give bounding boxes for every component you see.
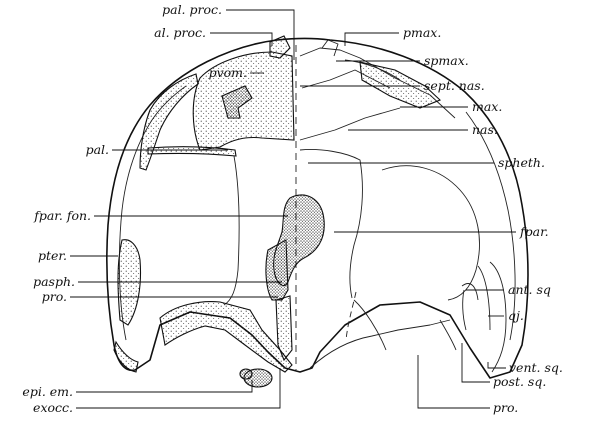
leader-lines — [70, 9, 516, 409]
right-posterior — [309, 319, 457, 369]
label-fpar: fpar. — [519, 224, 549, 239]
labels-left: pal. proc. al. proc. pvom. pal. fpar. fo… — [22, 2, 247, 415]
snout-left — [139, 35, 295, 171]
label-pro-right: pro. — [493, 400, 518, 415]
label-pasph: pasph. — [33, 274, 75, 289]
frontoparietal-fontanelle — [265, 194, 325, 362]
right-squamosal — [461, 261, 507, 373]
label-spheth: spheth. — [498, 155, 545, 170]
label-pro-left: pro. — [42, 289, 67, 304]
label-post-sq: post. sq. — [493, 374, 546, 389]
label-pvom: pvom. — [209, 65, 247, 80]
label-al-proc: al. proc. — [154, 25, 206, 40]
label-qj: qj. — [508, 308, 524, 323]
label-epi-em: epi. em. — [22, 384, 73, 399]
label-exocc: exocc. — [33, 400, 73, 415]
label-max: max. — [472, 99, 502, 114]
snout-right — [299, 39, 456, 141]
label-nas: nas. — [472, 122, 498, 137]
left-posterior — [113, 301, 293, 388]
label-ant-sq: ant. sq — [508, 282, 551, 297]
right-central — [299, 149, 480, 351]
labels-right: pmax. spmax. sept. nas. max. nas. spheth… — [403, 25, 563, 415]
label-sept-nas: sept. nas. — [424, 78, 485, 93]
label-fpar-fon: fpar. fon. — [33, 208, 91, 223]
label-pter: pter. — [38, 248, 67, 263]
label-spmax: spmax. — [424, 53, 469, 68]
label-pal: pal. — [86, 142, 109, 157]
left-orbit — [117, 155, 240, 326]
label-pmax: pmax. — [403, 25, 441, 40]
label-pal-proc: pal. proc. — [162, 2, 222, 17]
label-vent-sq: vent. sq. — [509, 360, 563, 375]
palatine — [147, 146, 237, 157]
